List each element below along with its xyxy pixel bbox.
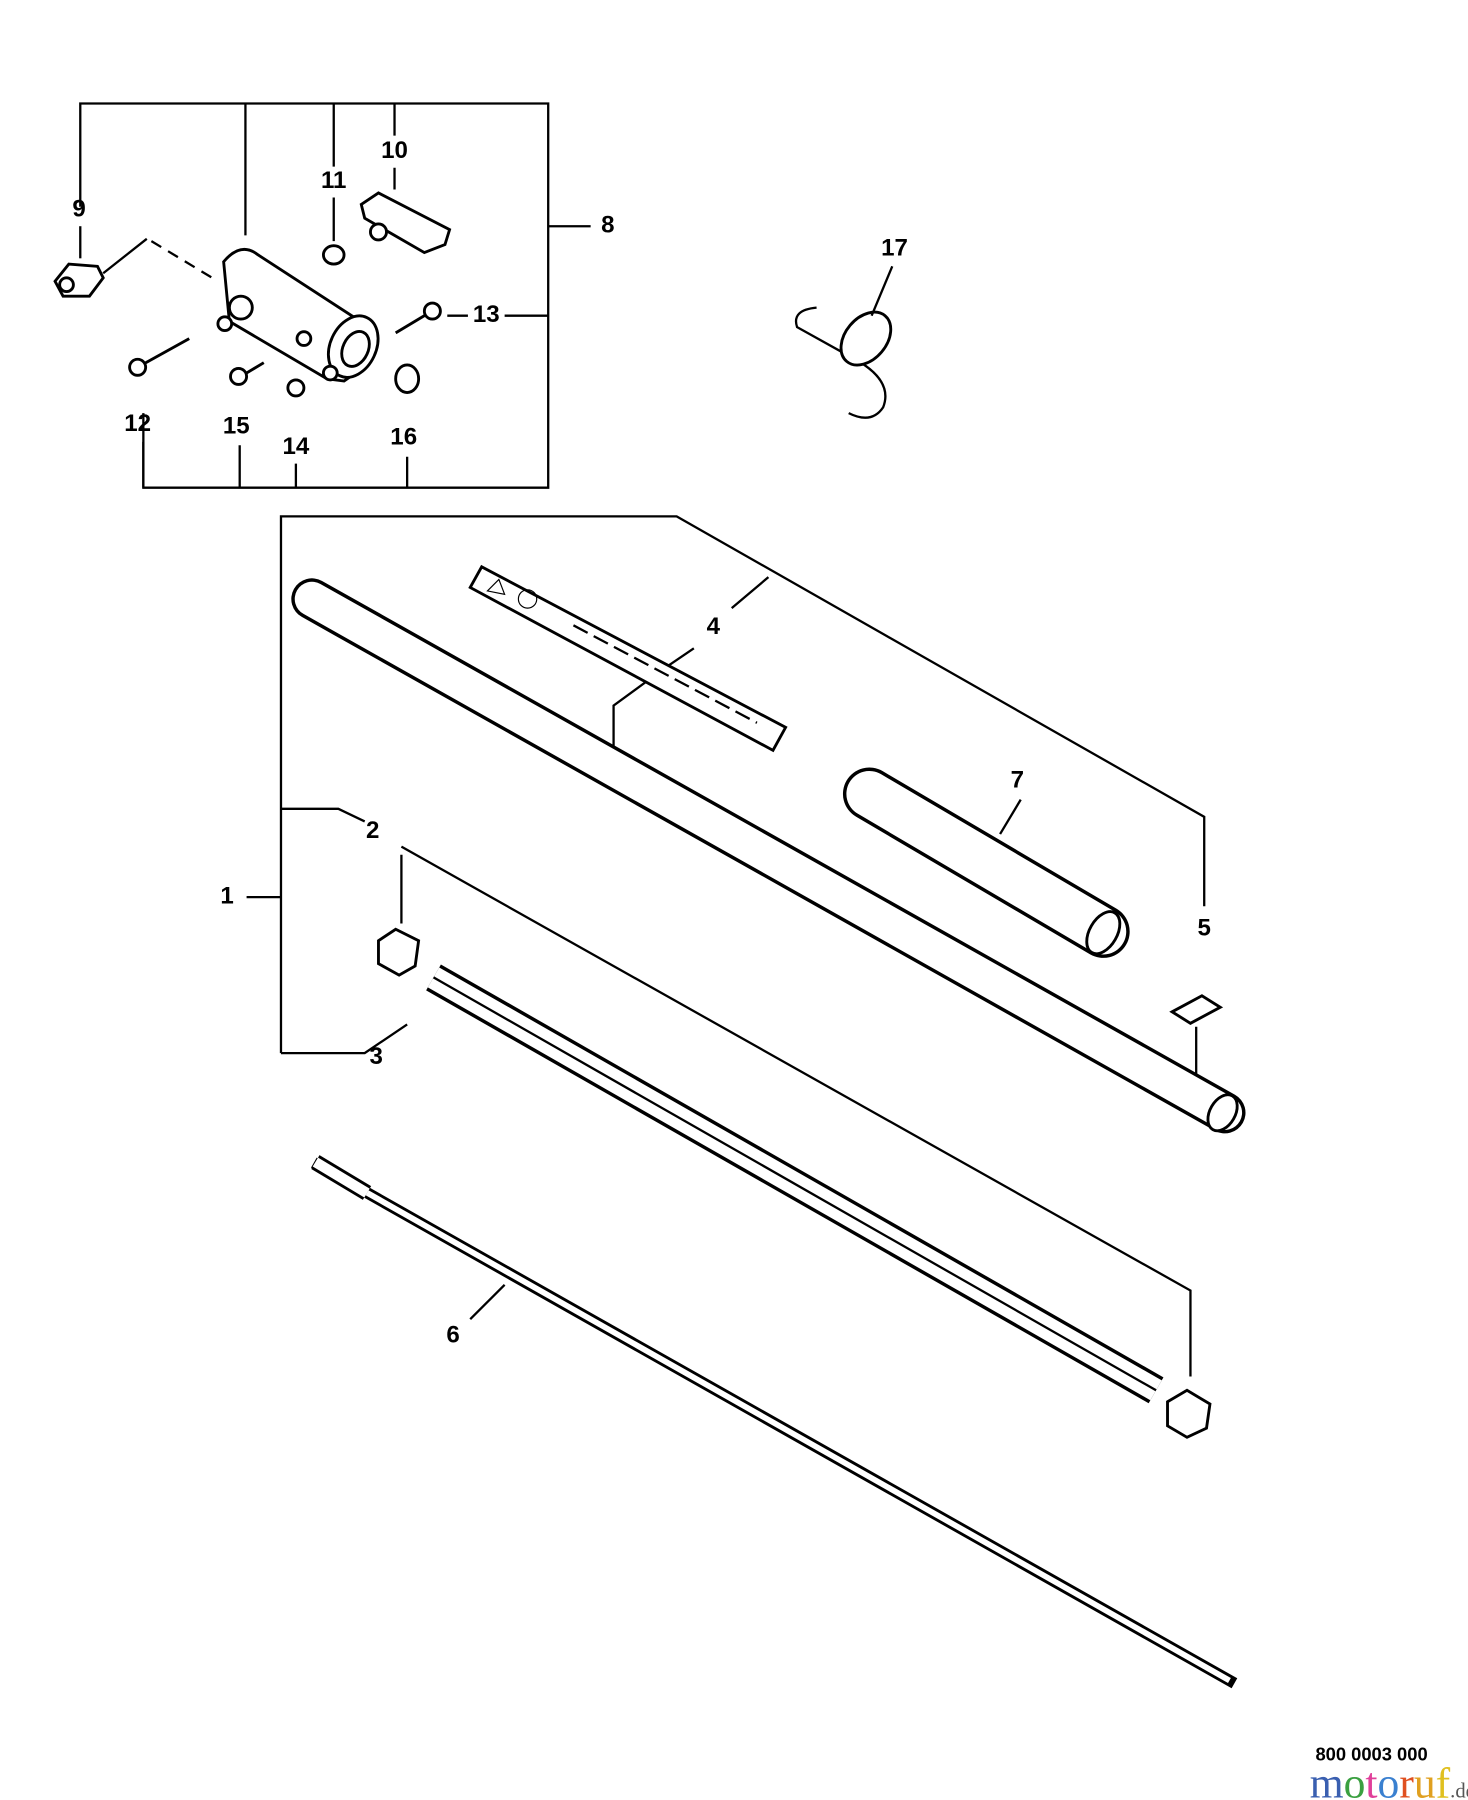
- callout-2: 2: [366, 817, 379, 844]
- watermark-logo: motoruf.de: [1310, 1759, 1468, 1800]
- callout-1: 1: [220, 882, 233, 909]
- svg-text:motoruf.de: motoruf.de: [1310, 1759, 1468, 1800]
- shaft-housing: [216, 247, 380, 383]
- callout-12: 12: [124, 410, 151, 437]
- small-parts: [53, 191, 452, 398]
- bushings-2: [377, 927, 1212, 1439]
- inner-tube-3: [426, 964, 1164, 1404]
- main-tube: [291, 578, 1246, 1134]
- callout-4: 4: [707, 613, 721, 640]
- callout-13: 13: [473, 301, 500, 328]
- callout-10: 10: [381, 137, 408, 164]
- warning-label: [468, 564, 788, 753]
- hook-17: [794, 265, 894, 419]
- assembly-8-bracket: [79, 102, 591, 489]
- callout-14: 14: [282, 433, 309, 460]
- callout-7: 7: [1011, 767, 1024, 794]
- callout-8: 8: [601, 212, 614, 239]
- assembly-1-bracket: [246, 515, 1206, 1377]
- plate-5: [1169, 994, 1224, 1025]
- flex-shaft-6: [311, 1155, 1238, 1689]
- callout-17: 17: [881, 235, 908, 262]
- callout-6: 6: [446, 1322, 459, 1349]
- callout-11: 11: [321, 167, 346, 194]
- callout-9: 9: [72, 196, 85, 223]
- drawing-number: 800 0003 000: [1315, 1744, 1427, 1765]
- callout-16: 16: [390, 424, 417, 451]
- grip-7: [842, 767, 1130, 958]
- callout-3: 3: [369, 1043, 382, 1070]
- callout-labels: 1 2 3 4 5 6 7 8 9 10 11 12 13 14 15 16 1…: [72, 137, 1210, 1349]
- callout-5: 5: [1198, 915, 1211, 942]
- callout-15: 15: [223, 412, 250, 439]
